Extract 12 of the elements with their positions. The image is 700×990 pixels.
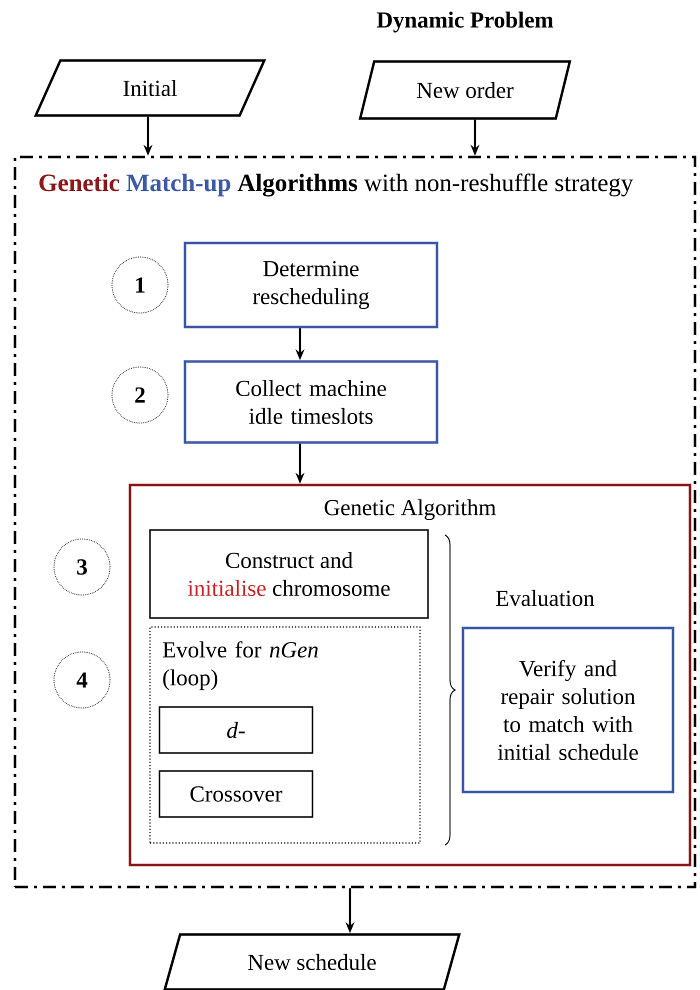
group-title: Genetic Algorithm — [324, 499, 496, 520]
process-box: Collect machine idle timeslots — [184, 360, 438, 444]
process-box: Crossover — [158, 770, 314, 818]
input-parallelogram: New order — [358, 60, 572, 120]
heading: Dynamic Problem — [376, 12, 554, 32]
frame-heading: Genetic Match-up Algorithms with non-reshuffle strategy — [39, 174, 634, 197]
process-box: d- — [158, 706, 314, 754]
process-box: Determine rescheduling — [184, 242, 438, 328]
process-box: Verify and repair solution to match with initial schedule — [462, 626, 674, 794]
brace-label: Evaluation — [496, 590, 594, 606]
loop-title: Evolve for nGen (loop) — [162, 641, 318, 690]
process-box: Construct and initialise chromosome — [149, 529, 429, 619]
